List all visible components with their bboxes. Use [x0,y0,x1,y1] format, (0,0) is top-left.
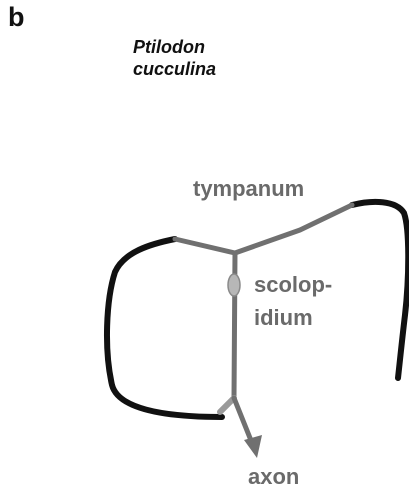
body-outline-right [352,202,408,378]
scolopidium-label-line1: scolop- [254,274,332,296]
strand-branch-left [220,398,234,412]
scolopidium-oval [228,274,240,296]
scolopidium-label-line2: idium [254,307,313,329]
axon-label: axon [248,466,299,488]
axon-line [234,398,252,443]
tympanum-membrane [175,205,352,253]
tympanum-label: tympanum [193,178,304,200]
axon-arrowhead [244,435,262,458]
body-outline-left [107,239,222,417]
